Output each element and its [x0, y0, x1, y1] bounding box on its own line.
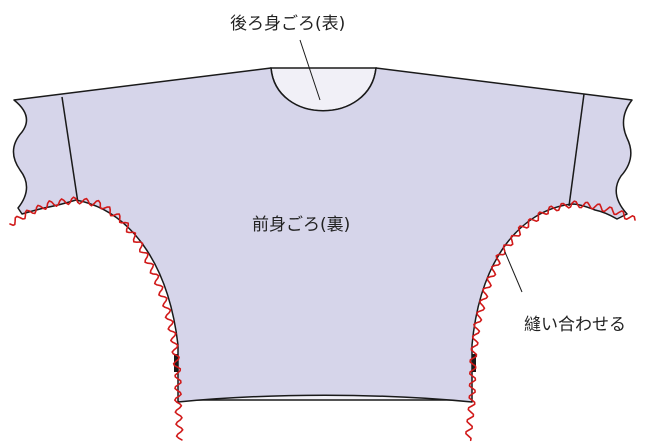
front-body-label: 前身ごろ(裏)	[252, 215, 351, 235]
right-sleeve-seam-line	[568, 93, 585, 207]
back-body-leader-line	[299, 39, 321, 101]
front-body-piece	[12, 67, 633, 403]
left-stitch-line	[9, 196, 184, 441]
back-body-label: 後ろ身ごろ(表)	[230, 14, 346, 34]
sew-together-leader-line	[504, 251, 523, 293]
sew-together-label: 縫い合わせる	[524, 315, 626, 335]
left-sleeve-seam-line	[61, 96, 79, 204]
right-stitch-line	[465, 200, 636, 442]
